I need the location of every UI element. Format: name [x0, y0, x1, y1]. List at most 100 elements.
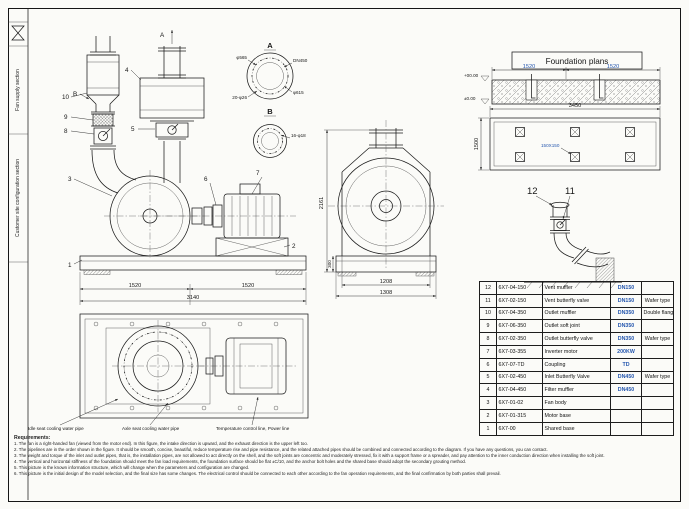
callout-8: 8 [64, 128, 68, 135]
bom-no: 1 [479, 421, 497, 436]
bom-code: 6X7-04-350 [496, 306, 543, 321]
bom-name: Coupling [542, 357, 611, 372]
dim-1208: 1208 [380, 279, 392, 285]
bom-name: Shared base [542, 421, 611, 436]
bom-code: 6X7-06-350 [496, 319, 543, 334]
bom-code: 6X7-07-TD [496, 357, 543, 372]
bom-name: Vent butterfly valve [542, 293, 611, 308]
bom-note [641, 421, 674, 436]
bom-spec [610, 408, 642, 423]
front-view: 2161 300 1208 1308 [319, 120, 444, 299]
flange-detail-a: A φ565 DN450 20-φ26 φ615 [232, 41, 307, 100]
bom-name: Outlet muffler [542, 306, 611, 321]
requirement-line-2: 2. The pipelines are in the order shown … [14, 446, 548, 452]
table-row: 9 6X7-06-350 Outlet soft joint DN350 [479, 319, 674, 334]
plan-view: Idle seat cooling water pipe Axle seat c… [28, 313, 309, 431]
callout-7: 7 [256, 170, 260, 177]
table-row: 12 6X7-04-150 Vent muffler DN150 [479, 281, 674, 295]
detail-b-holes: 16-φ18 [291, 133, 306, 138]
requirement-line-4: 4. The vertical and horizontal stiffness… [14, 458, 467, 464]
dim-1520-right: 1520 [242, 283, 254, 289]
foundation-dim-1500: 1500 [474, 138, 480, 150]
bom-no: 3 [479, 396, 497, 410]
callout-9: 9 [64, 114, 68, 121]
bom-note [641, 383, 674, 398]
detail-a-label: A [267, 41, 273, 50]
dim-1308: 1308 [380, 290, 392, 296]
table-row: 8 6X7-02-350 Outlet butterfly valve DN35… [479, 332, 674, 346]
bom-name: Inverter motor [542, 344, 611, 359]
bom-note [641, 357, 674, 372]
bom-code: 6X7-01-02 [496, 396, 543, 410]
bom-spec: DN450 [610, 370, 642, 385]
table-row: 7 6X7-03-355 Inverter motor 200KW [479, 344, 674, 359]
callout-3: 3 [68, 176, 72, 183]
callout-1: 1 [68, 262, 72, 269]
label-axle-seat-cooling: Axle seat cooling water pipe [122, 426, 180, 431]
bom-code: 6X7-02-150 [496, 293, 543, 308]
bom-note: Wafer type [641, 332, 674, 346]
callout-4: 4 [125, 67, 129, 74]
bom-code: 6X7-00 [496, 421, 543, 436]
bom-spec: DN350 [610, 306, 642, 321]
bom-name: Fan body [542, 396, 611, 410]
sheet-border [8, 8, 681, 502]
foundation-dim-1520-b: 1520 [607, 64, 619, 70]
table-row: 2 6X7-01-315 Motor base [479, 408, 674, 423]
table-row: 6 6X7-07-TD Coupling TD [479, 357, 674, 372]
vent-assembly-detail: 12 11 [524, 186, 622, 289]
bom-note [641, 344, 674, 359]
bom-name: Motor base [542, 408, 611, 423]
bom-note [641, 408, 674, 423]
bom-code: 6X7-02-450 [496, 370, 543, 385]
requirements-title: Requirements: [14, 435, 51, 441]
bom-note [641, 396, 674, 410]
bom-spec [610, 396, 642, 410]
bom-spec [610, 421, 642, 436]
view-arrow-a-label: A [160, 32, 165, 39]
bom-no: 10 [479, 306, 497, 321]
bom-spec: DN350 [610, 319, 642, 334]
table-row: 5 6X7-02-450 Inlet Butterfly Valve DN450… [479, 370, 674, 385]
detail-a-bolt-dia: φ615 [293, 90, 304, 95]
detail-item-12: 12 [527, 186, 538, 197]
bom-name: Filter muffler [542, 383, 611, 398]
detail-a-holes: 20-φ26 [232, 95, 247, 100]
dim-2161: 2161 [319, 197, 325, 209]
bom-code: 6X7-04-450 [496, 383, 543, 398]
requirement-line-6: 6. This picture is the initial design of… [14, 470, 501, 476]
table-row: 11 6X7-02-150 Vent butterfly valve DN150… [479, 293, 674, 308]
detail-item-11: 11 [565, 186, 575, 197]
bom-spec: DN150 [610, 281, 642, 295]
bom-name: Outlet butterfly valve [542, 332, 611, 346]
foundation-dim-3450: 3450 [569, 103, 581, 109]
level-mark-top: +00.00 [464, 73, 479, 78]
bom-note [641, 319, 674, 334]
side-elevation-view: 10 9 8 4 5 3 6 7 2 1 A B [62, 30, 307, 305]
dim-3140: 3140 [187, 295, 199, 301]
strip-label-fan-supply: Fan supply section [15, 69, 21, 111]
table-row: 1 6X7-00 Shared base [479, 421, 674, 436]
parts-table: 12 6X7-04-150 Vent muffler DN150 11 6X7-… [479, 281, 674, 436]
callout-5: 5 [131, 126, 135, 133]
level-mark-bottom: ±0.00 [464, 96, 476, 101]
bom-no: 2 [479, 408, 497, 423]
bom-no: 11 [479, 293, 497, 308]
bom-no: 6 [479, 357, 497, 372]
bom-no: 5 [479, 370, 497, 385]
requirement-line-1: 1. The fan is a right-handed fan (viewed… [14, 441, 309, 446]
callout-6: 6 [204, 176, 208, 183]
company-logo-icon [11, 25, 25, 41]
flange-detail-b: B 16-φ18 [253, 107, 306, 158]
bom-no: 8 [479, 332, 497, 346]
detail-b-label: B [267, 107, 273, 116]
table-row: 10 6X7-04-350 Outlet muffler DN350 Doubl… [479, 306, 674, 321]
callout-10: 10 [62, 94, 70, 101]
bom-code: 6X7-04-150 [496, 281, 543, 295]
foundation-title: Foundation plans [546, 57, 609, 66]
label-idle-seat-cooling: Idle seat cooling water pipe [28, 426, 84, 431]
bom-code: 6X7-01-315 [496, 408, 543, 423]
requirement-line-3: 3. The weight and torque of the inlet an… [14, 452, 605, 458]
requirement-line-5: 5. This picture is the known information… [14, 464, 250, 470]
